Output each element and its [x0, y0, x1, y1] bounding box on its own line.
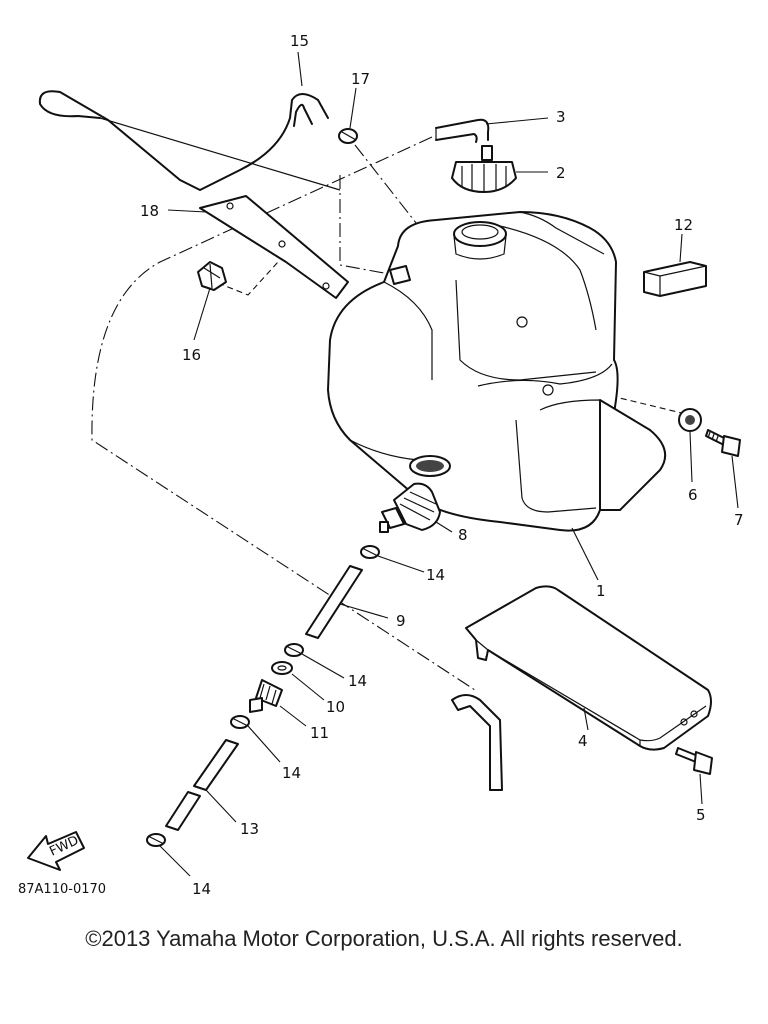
hose-part-13: [165, 739, 239, 831]
overflow-hose-lower: [451, 694, 503, 791]
callout-2: 2: [556, 164, 566, 182]
callout-5: 5: [696, 806, 706, 824]
fuel-hose-part-9: [305, 565, 363, 639]
clamp-part-16: [197, 261, 227, 291]
leader-4: [583, 707, 589, 731]
leader-1: [571, 527, 599, 581]
leader-13: [205, 789, 237, 823]
callout-14-a: 14: [426, 566, 445, 584]
breather-hose-part-15: [38, 90, 341, 191]
callout-11: 11: [310, 724, 329, 742]
pad-part-12: [643, 261, 707, 297]
assembly-dashline-vent: [339, 175, 396, 276]
leader-11: [279, 705, 307, 727]
bracket-part-18: [199, 195, 349, 299]
leader-6: [689, 431, 693, 483]
washer-part-10: [271, 661, 293, 675]
callout-7: 7: [734, 511, 744, 529]
fuel-cap-part-2: [451, 145, 517, 193]
clip-part-14-d: [146, 833, 166, 847]
callout-17: 17: [351, 70, 370, 88]
hose-part-3: [435, 118, 490, 143]
leader-12: [679, 233, 683, 263]
callout-12: 12: [674, 216, 693, 234]
leader-15: [297, 51, 303, 87]
clip-part-14-c: [230, 715, 250, 729]
fuel-tank-part-1: [327, 211, 667, 532]
leader-14a: [377, 555, 425, 573]
callout-14-d: 14: [192, 880, 211, 898]
bolt-part-5: [675, 747, 713, 775]
callout-15: 15: [290, 32, 309, 50]
callout-10: 10: [326, 698, 345, 716]
leader-5: [699, 773, 703, 805]
callout-1: 1: [596, 582, 606, 600]
grommet-part-6: [678, 408, 702, 432]
assembly-dashline-bracket: [217, 261, 279, 296]
callout-4: 4: [578, 732, 588, 750]
callout-3: 3: [556, 108, 566, 126]
fwd-arrow-icon: FWD: [27, 831, 85, 871]
leader-8: [435, 521, 453, 533]
leader-16: [193, 287, 211, 341]
leader-9: [339, 603, 389, 619]
leader-10: [291, 673, 325, 701]
leader-7: [731, 455, 739, 509]
leader-14d: [159, 845, 191, 877]
clip-part-14-b: [284, 643, 304, 657]
bolt-part-7: [705, 429, 741, 457]
callout-13: 13: [240, 820, 259, 838]
leader-14b: [301, 653, 345, 679]
leader-17: [349, 87, 357, 129]
clip-part-17: [338, 128, 358, 144]
callout-14-b: 14: [348, 672, 367, 690]
strainer-part-8: [379, 482, 441, 533]
callout-8: 8: [458, 526, 468, 544]
figure-code: 87A110-0170: [18, 882, 106, 897]
callout-9: 9: [396, 612, 406, 630]
inline-filter-part-11: [249, 679, 283, 713]
leader-3: [485, 117, 549, 125]
leader-18: [167, 209, 207, 213]
callout-16: 16: [182, 346, 201, 364]
callout-14-c: 14: [282, 764, 301, 782]
copyright-notice: ©2013 Yamaha Motor Corporation, U.S.A. A…: [85, 926, 683, 951]
fuel-tank-exploded-diagram: FWD 87A110-0170 15 17 3 2 12 18 16 6 7 8…: [18, 32, 744, 898]
clip-part-14-a: [360, 545, 380, 559]
assembly-dashline-cap: [354, 144, 421, 229]
seat-bracket-part-4: [465, 585, 712, 751]
callout-18: 18: [140, 202, 159, 220]
leader-14c: [247, 725, 281, 763]
callout-6: 6: [688, 486, 698, 504]
